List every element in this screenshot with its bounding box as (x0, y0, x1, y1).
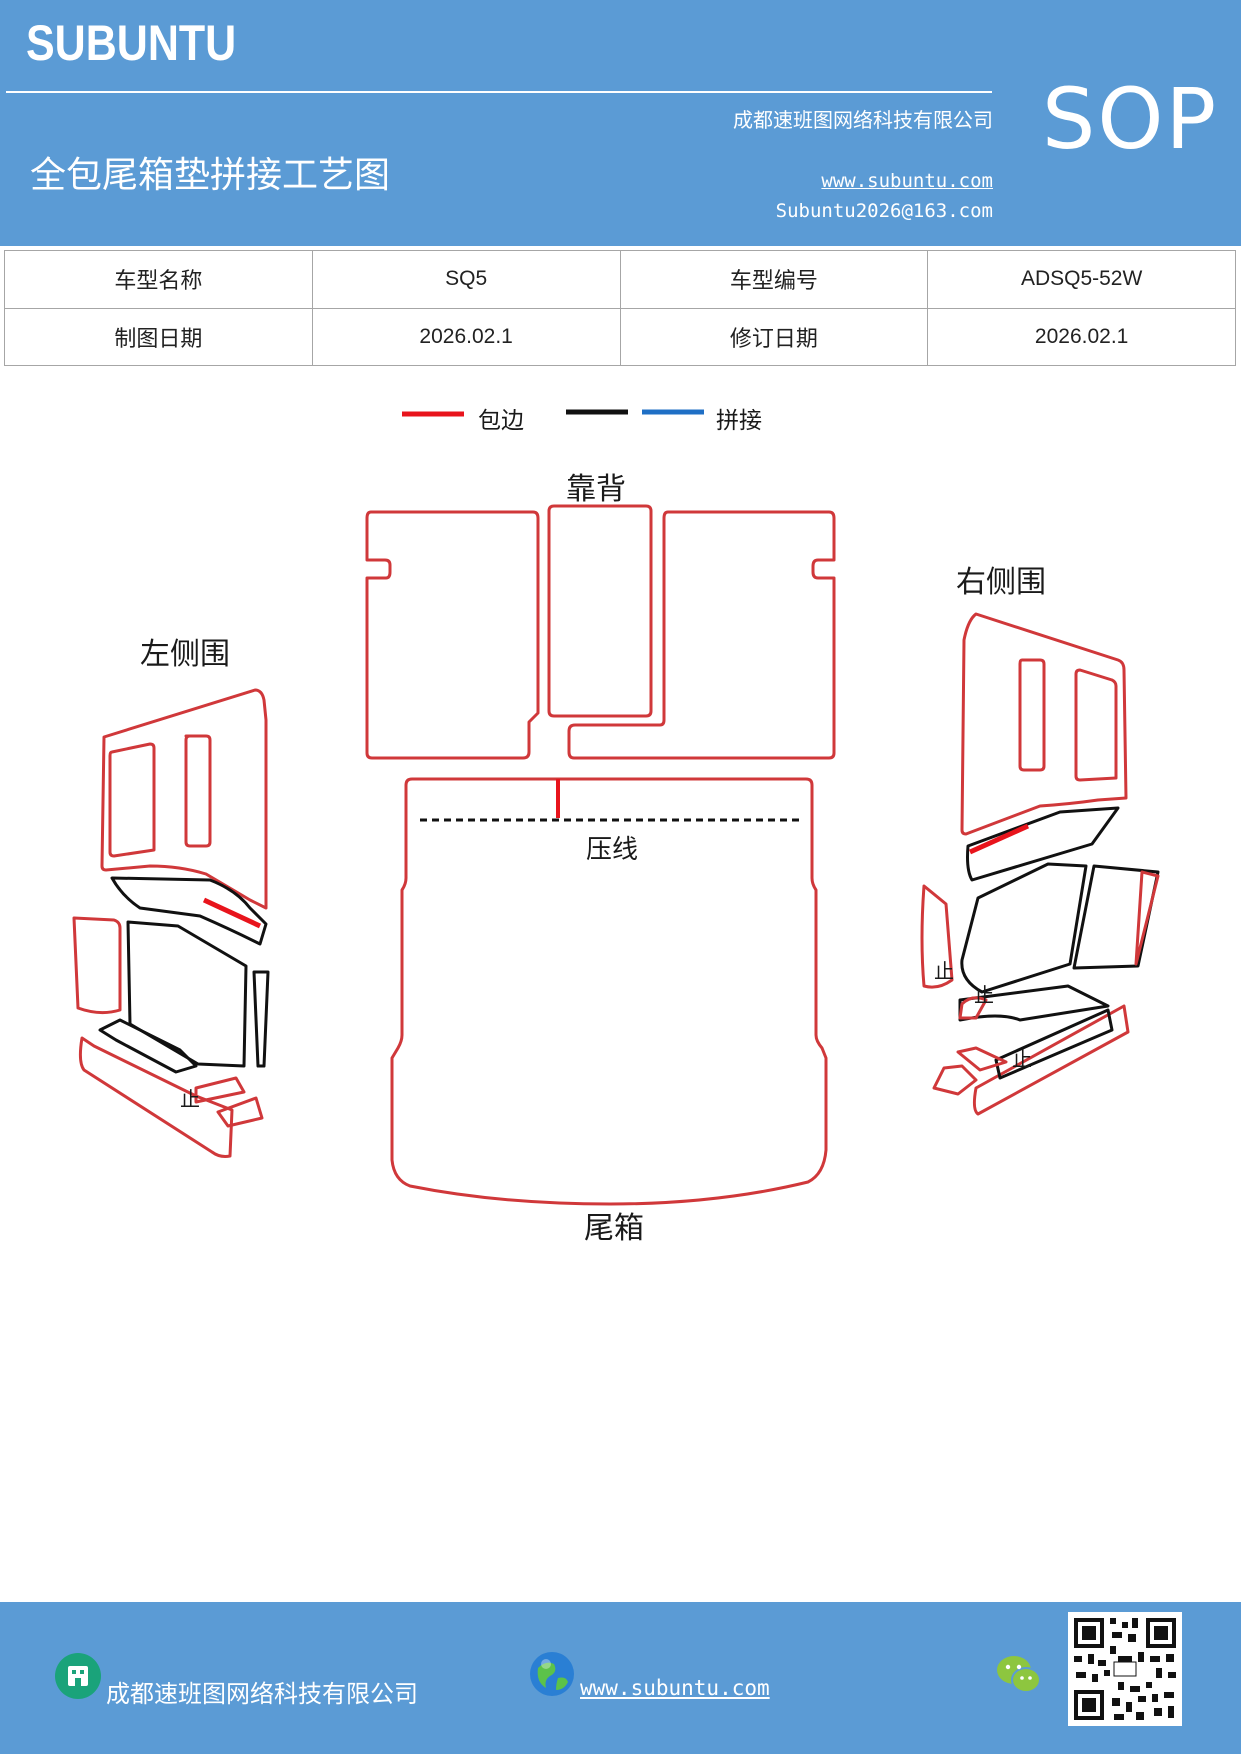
model-name-value: SQ5 (311, 250, 621, 309)
backrest-panels (365, 504, 836, 760)
trunk-outline (390, 777, 828, 1206)
footer-website-link[interactable]: www.subuntu.com (580, 1676, 770, 1700)
left-piece-d (98, 1018, 198, 1074)
vehicle-info-table: 车型名称 SQ5 车型编号 ADSQ5-52W 制图日期 2026.02.1 修… (4, 250, 1236, 366)
revision-date-value: 2026.02.1 (927, 307, 1236, 366)
building-icon (55, 1653, 101, 1699)
left-window-1 (108, 742, 156, 858)
left-red-edge (202, 897, 262, 929)
left-window-2 (184, 734, 212, 848)
left-piece-c (252, 970, 270, 1068)
website-link[interactable]: www.subuntu.com (821, 170, 993, 192)
press-line-label: 压线 (586, 835, 638, 865)
right-red-edge (968, 823, 1030, 855)
footer-company-name: 成都速班图网络科技有限公司 (106, 1680, 418, 1708)
right-piece-c-edge (1134, 870, 1160, 966)
right-tab-a (956, 1046, 1008, 1072)
right-window-2 (1074, 668, 1118, 782)
left-piece-b (126, 920, 248, 1068)
backrest-left-panel (365, 510, 540, 760)
sop-label: SOP (1042, 70, 1219, 168)
wechat-icon[interactable] (996, 1654, 1042, 1696)
legend: 包边 拼接 (402, 408, 762, 434)
trunk-label: 尾箱 (584, 1211, 644, 1246)
right-seam-strip (966, 806, 1120, 882)
left-seam-strip (110, 876, 268, 946)
left-upper-panel (100, 688, 268, 910)
draw-date-label: 制图日期 (4, 307, 313, 366)
left-side-panels: 止 (72, 688, 270, 1158)
header-banner: SUBUNTU 成都速班图网络科技有限公司 全包尾箱垫拼接工艺图 www.sub… (0, 0, 1241, 246)
right-side-panels: 止 止 止 (920, 612, 1160, 1116)
right-stop-mark-2: 止 (974, 983, 994, 1007)
left-tab-b (216, 1096, 264, 1128)
trunk-floor-panel (390, 777, 828, 1206)
table-row: 车型名称 SQ5 车型编号 ADSQ5-52W (4, 250, 1236, 309)
backrest-label: 靠背 (566, 472, 626, 507)
legend-blue-label: 拼接 (716, 408, 762, 434)
right-stop-mark-1: 止 (934, 959, 954, 983)
right-side-label: 右侧围 (956, 565, 1046, 600)
model-code-value: ADSQ5-52W (927, 250, 1236, 309)
draw-date-value: 2026.02.1 (311, 307, 621, 366)
table-row: 制图日期 2026.02.1 修订日期 2026.02.1 (4, 307, 1236, 366)
backrest-center-panel (547, 504, 653, 718)
brand-logo: SUBUNTU (26, 15, 237, 71)
model-name-label: 车型名称 (4, 250, 313, 309)
trunk-mat-diagram: 包边 拼接 靠背 左侧围 右侧围 压线 尾箱 止 (72, 408, 1160, 1246)
left-stop-mark: 止 (180, 1087, 200, 1111)
right-piece-c (1072, 864, 1160, 970)
legend-red-label: 包边 (478, 408, 524, 434)
right-stop-mark-3: 止 (1012, 1047, 1032, 1071)
right-window-1 (1018, 658, 1046, 772)
backrest-right-panel (567, 510, 836, 760)
right-piece-b (960, 862, 1088, 994)
globe-icon (530, 1652, 574, 1696)
page-title: 全包尾箱垫拼接工艺图 (30, 155, 391, 196)
company-name: 成都速班图网络科技有限公司 (733, 108, 993, 132)
right-upper-panel (960, 612, 1128, 836)
right-piece-d-edge (958, 996, 988, 1020)
right-tab-b (932, 1064, 978, 1096)
model-code-label: 车型编号 (619, 250, 929, 309)
revision-date-label: 修订日期 (619, 307, 929, 366)
qr-code-icon (1068, 1612, 1182, 1726)
left-tab-a (194, 1076, 246, 1104)
right-lower-strip (972, 1004, 1130, 1116)
header-divider (6, 91, 992, 93)
left-piece-a (72, 916, 122, 1015)
email-address: Subuntu2026@163.com (775, 200, 993, 222)
right-piece-a (920, 884, 954, 989)
left-lower-strip (78, 1036, 234, 1158)
footer-banner: 成都速班图网络科技有限公司 www.subuntu.com (0, 1602, 1241, 1754)
left-side-label: 左侧围 (140, 637, 230, 672)
